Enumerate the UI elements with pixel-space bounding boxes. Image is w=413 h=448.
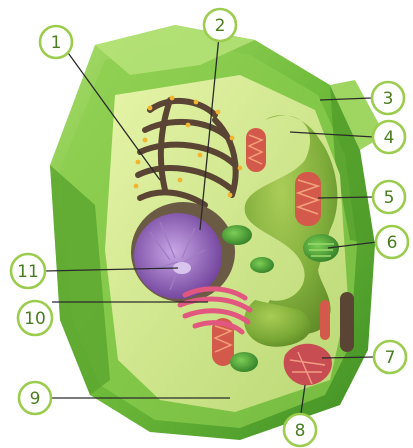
callout-3: 3 bbox=[372, 82, 404, 114]
callout-6: 6 bbox=[376, 226, 408, 258]
callout-label: 6 bbox=[387, 233, 398, 253]
callout-label: 11 bbox=[17, 262, 39, 282]
callout-label: 1 bbox=[51, 33, 62, 53]
callout-label: 7 bbox=[385, 348, 396, 368]
callout-label: 3 bbox=[383, 89, 394, 109]
callout-2: 2 bbox=[204, 9, 236, 41]
callout-7: 7 bbox=[374, 341, 406, 373]
callout-label: 2 bbox=[215, 16, 226, 36]
callout-label: 5 bbox=[384, 188, 395, 208]
callout-10: 10 bbox=[18, 301, 52, 335]
callout-9: 9 bbox=[19, 382, 51, 414]
callout-11: 11 bbox=[11, 254, 45, 288]
callout-1: 1 bbox=[40, 26, 72, 58]
callout-4: 4 bbox=[373, 121, 405, 153]
callout-8: 8 bbox=[284, 414, 316, 446]
callout-label: 8 bbox=[295, 421, 306, 441]
callout-label: 4 bbox=[384, 128, 395, 148]
callout-5: 5 bbox=[373, 181, 405, 213]
callout-label: 10 bbox=[24, 309, 46, 329]
callout-label: 9 bbox=[30, 389, 41, 409]
